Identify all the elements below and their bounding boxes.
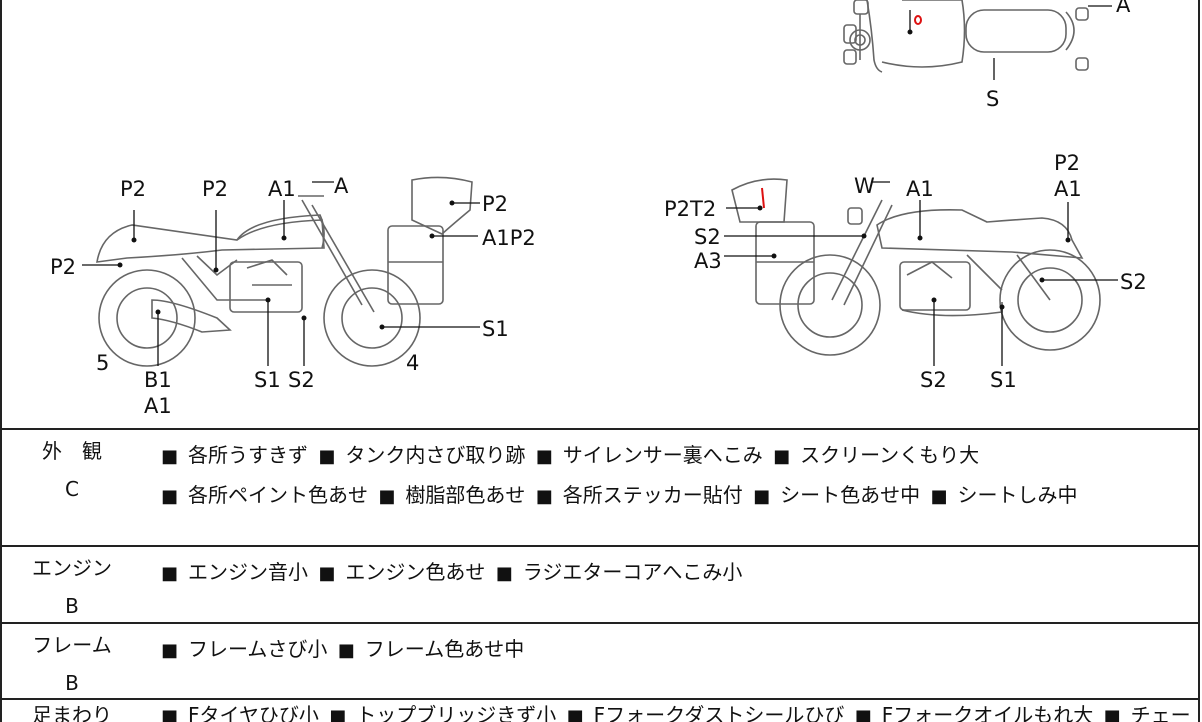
diagram-label: P2 xyxy=(50,255,76,279)
condition-items: 各所うすきず タンク内さび取り跡 サイレンサー裏へこみ スクリーンくもり大 各所… xyxy=(157,436,1190,516)
condition-items: エンジン音小 エンジン色あせ ラジエターコアへこみ小 xyxy=(157,553,1190,593)
diagram-label: S2 xyxy=(920,368,947,392)
damage-mark xyxy=(761,187,765,209)
category-cell: 足まわり xyxy=(2,700,142,722)
condition-item: チェー xyxy=(1100,703,1190,722)
condition-item: タンク内さび取り跡 xyxy=(314,443,525,467)
top-view xyxy=(843,0,1089,73)
diagram-label: W xyxy=(854,174,875,198)
damage-diagram: A S P2 P2 A1 A P2 A1P2 P2 S1 5 B1 A1 S1 … xyxy=(2,0,1200,428)
right-side-view xyxy=(731,178,1101,356)
diagram-label: P2 xyxy=(1054,151,1080,175)
condition-item: ラジエターコアへこみ小 xyxy=(492,560,743,584)
diagram-label: A1P2 xyxy=(482,226,536,250)
category-cell: フレーム B xyxy=(2,626,142,702)
diagram-label: A1 xyxy=(1054,177,1082,201)
diagram-label: S2 xyxy=(288,368,315,392)
condition-item: スクリーンくもり大 xyxy=(769,443,979,467)
damage-mark xyxy=(914,15,922,25)
section-exterior: 外 観 C 各所うすきず タンク内さび取り跡 サイレンサー裏へこみ スクリーンく… xyxy=(2,428,1200,545)
condition-items: Fタイヤひび小 トップブリッジきず小 Fフォークダストシールひび Fフォークオイ… xyxy=(157,700,1190,722)
diagram-label: S2 xyxy=(1120,270,1147,294)
diagram-label: P2T2 xyxy=(664,197,716,221)
condition-item: Fフォークダストシールひび xyxy=(563,703,845,722)
category-cell: 外 観 C xyxy=(2,432,142,508)
condition-item: フレームさび小 xyxy=(157,637,327,661)
diagram-label: S xyxy=(986,87,999,111)
diagram-label: A xyxy=(334,174,349,198)
diagram-label: S1 xyxy=(482,317,509,341)
diagram-label: A1 xyxy=(268,177,296,201)
diagram-label: S1 xyxy=(990,368,1017,392)
section-frame: フレーム B フレームさび小 フレーム色あせ中 xyxy=(2,622,1200,698)
condition-item: トップブリッジきず小 xyxy=(325,703,556,722)
diagram-label: A1 xyxy=(144,394,172,418)
diagram-label: 4 xyxy=(406,351,419,375)
category-grade: B xyxy=(65,671,79,695)
left-side-view xyxy=(96,176,473,367)
section-suspension: 足まわり Fタイヤひび小 トップブリッジきず小 Fフォークダストシールひび Fフ… xyxy=(2,698,1200,722)
condition-item: 各所うすきず xyxy=(157,443,308,467)
section-engine: エンジン B エンジン音小 エンジン色あせ ラジエターコアへこみ小 xyxy=(2,545,1200,622)
category-grade: C xyxy=(65,477,79,501)
condition-item: シートしみ中 xyxy=(927,483,1078,507)
diagram-label: S2 xyxy=(694,225,721,249)
category-name: 足まわり xyxy=(32,703,112,722)
diagram-label: 5 xyxy=(96,351,109,375)
diagram-label: A3 xyxy=(694,249,722,273)
condition-items: フレームさび小 フレーム色あせ中 xyxy=(157,630,1190,670)
condition-item: フレーム色あせ中 xyxy=(334,637,524,661)
diagram-label: S1 xyxy=(254,368,281,392)
category-cell: エンジン B xyxy=(2,549,142,625)
diagram-label: P2 xyxy=(120,177,146,201)
diagram-label: A1 xyxy=(906,177,934,201)
category-name: エンジン xyxy=(32,556,112,580)
motorcycle-diagrams: A S P2 P2 A1 A P2 A1P2 P2 S1 5 B1 A1 S1 … xyxy=(50,0,1147,418)
category-grade: B xyxy=(65,594,79,618)
diagram-label: P2 xyxy=(482,192,508,216)
condition-item: エンジン音小 xyxy=(157,560,308,584)
condition-item: 樹脂部色あせ xyxy=(374,483,525,507)
condition-item: 各所ステッカー貼付 xyxy=(532,483,743,507)
diagram-label: B1 xyxy=(144,368,172,392)
condition-item: エンジン色あせ xyxy=(314,560,485,584)
condition-item: シート色あせ中 xyxy=(749,483,920,507)
diagram-label: P2 xyxy=(202,177,228,201)
condition-item: 各所ペイント色あせ xyxy=(157,483,368,507)
condition-item: サイレンサー裏へこみ xyxy=(532,443,763,467)
condition-item: Fタイヤひび小 xyxy=(157,703,319,722)
diagram-label: A xyxy=(1116,0,1131,17)
category-name: フレーム xyxy=(32,633,112,657)
category-name: 外 観 xyxy=(42,439,102,463)
condition-item: Fフォークオイルもれ大 xyxy=(851,703,1094,722)
